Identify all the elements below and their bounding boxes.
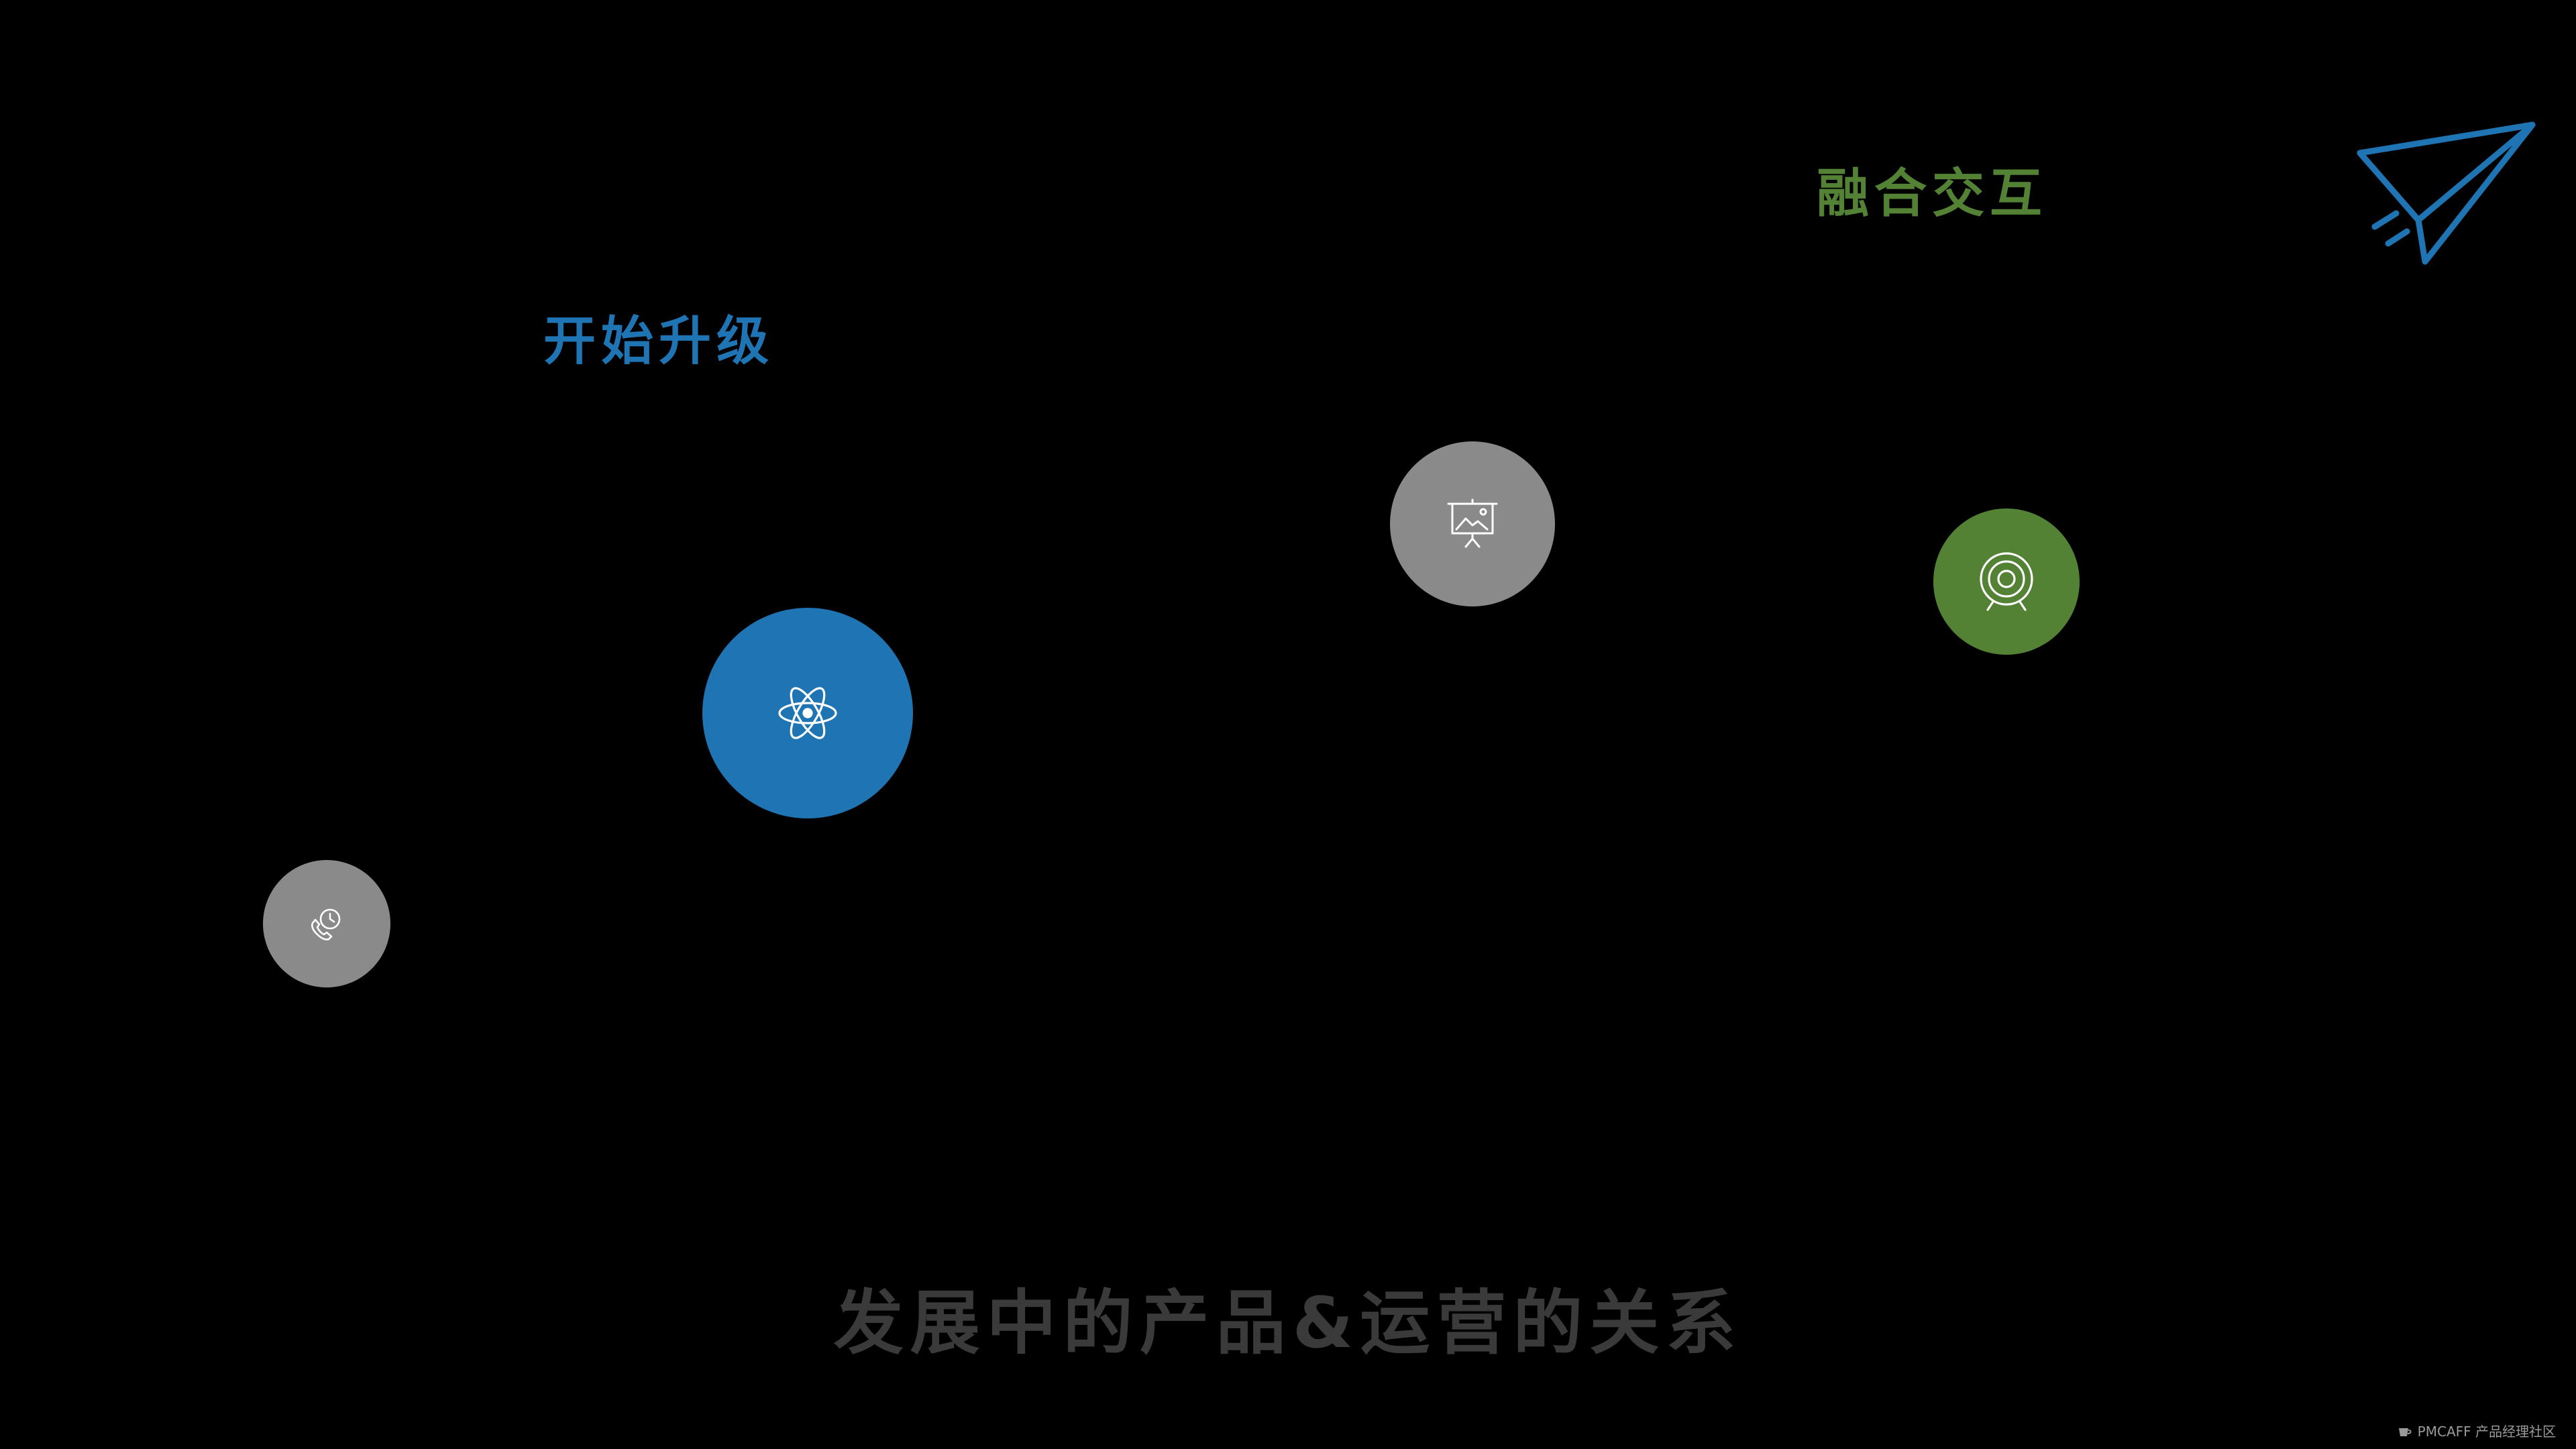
paper-plane-icon [2357, 121, 2536, 265]
node-target [1933, 508, 2080, 655]
label-upgrade: 开始升级 [543, 311, 775, 372]
watermark: PMCAFF 产品经理社区 [2398, 1425, 2556, 1438]
slide-title: 发展中的产品&运营的关系 [833, 1282, 1743, 1364]
target-icon [1980, 552, 2033, 611]
node-presentation [1390, 441, 1555, 606]
node-phone [263, 860, 390, 987]
label-interact: 融合交互 [1817, 164, 2048, 224]
phone-clock-icon [311, 908, 341, 941]
coffee-cup-icon [2398, 1428, 2412, 1436]
watermark-text: PMCAFF 产品经理社区 [2417, 1424, 2556, 1440]
node-atom [702, 608, 913, 818]
presentation-board-icon [1447, 498, 1498, 548]
atom-icon [778, 687, 837, 739]
